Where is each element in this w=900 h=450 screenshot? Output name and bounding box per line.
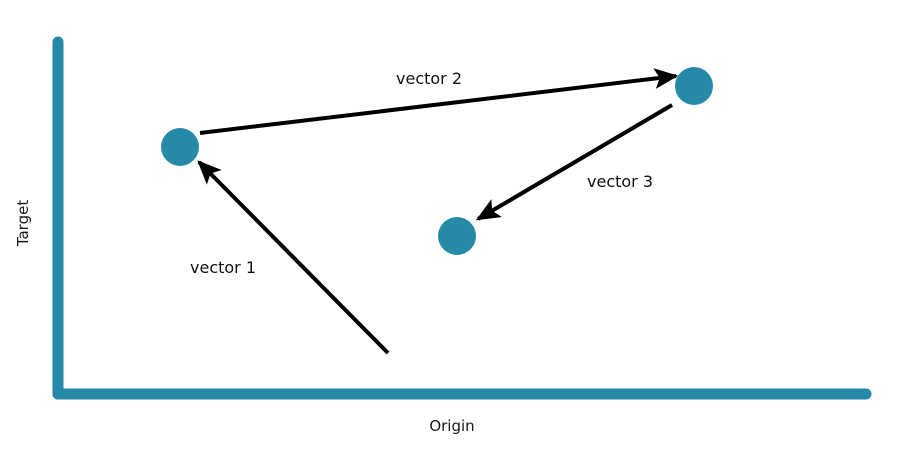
vector-1-label: vector 1 [190, 258, 256, 277]
vector-1-arrow [197, 160, 390, 355]
vectors-group [197, 68, 679, 355]
x-axis-label: Origin [429, 417, 474, 435]
vector-3-label: vector 3 [587, 172, 653, 191]
vector-2-label: vector 2 [396, 69, 462, 88]
nodes-group [161, 67, 713, 255]
vector-3-arrow [475, 103, 674, 221]
node-top-right[interactable] [675, 67, 713, 105]
vector-2-arrow [199, 68, 679, 135]
y-axis-label: Target [14, 200, 32, 248]
vector-labels-group: vector 1 vector 2 vector 3 [190, 69, 653, 277]
axes-group [52, 36, 872, 400]
node-left[interactable] [161, 128, 199, 166]
node-middle[interactable] [438, 217, 476, 255]
